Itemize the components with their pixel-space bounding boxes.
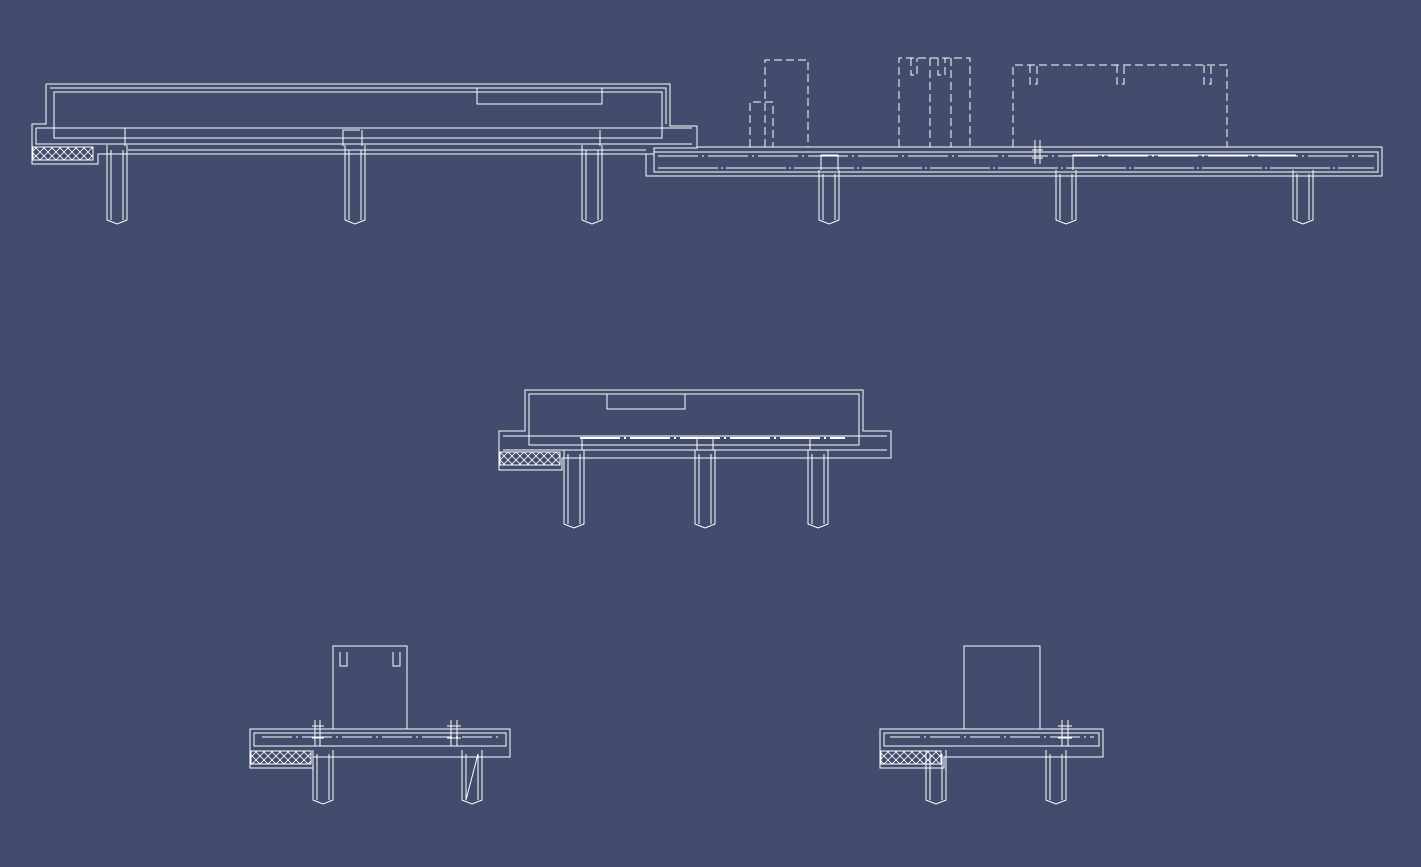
pile — [107, 145, 127, 224]
pile — [564, 450, 584, 528]
raised-slab-outline — [46, 84, 1382, 176]
insulation-hatch-detail-right — [881, 751, 941, 764]
dashed-wall — [1013, 65, 1227, 147]
insulation-hatch-long — [33, 147, 93, 160]
pile — [926, 750, 946, 804]
pile — [1293, 170, 1313, 224]
short-slab-outline — [499, 390, 891, 470]
detail-right-drawing — [880, 646, 1103, 804]
anchor-bolt — [1058, 720, 1072, 746]
detail-left-drawing — [250, 646, 510, 804]
anchor-bolt — [1032, 140, 1043, 164]
insulation-hatch-short — [500, 452, 560, 465]
insulation-hatch-detail-left — [251, 751, 311, 764]
pile — [695, 450, 715, 528]
detail-left-wall — [333, 646, 407, 729]
dashed-wall — [899, 58, 970, 147]
pile — [819, 170, 839, 224]
pile — [313, 750, 333, 804]
pile — [462, 750, 482, 804]
short-slab-inner — [529, 394, 859, 445]
pile — [1056, 170, 1076, 224]
dashed-wall — [750, 102, 773, 147]
raised-slab-inner — [50, 88, 666, 124]
detail-right-wall — [964, 646, 1040, 729]
pile-cap-lines — [125, 128, 1296, 170]
pile — [582, 145, 602, 224]
short-slab-recess — [607, 394, 685, 409]
anchor-bolt — [312, 720, 324, 746]
detail-left-slab-inner — [254, 733, 506, 746]
long-section-drawing — [32, 58, 1382, 224]
short-section-drawing — [499, 390, 891, 528]
detail-right-slab — [880, 729, 1103, 768]
short-pile-caps — [582, 438, 810, 450]
left-step-inner — [36, 128, 98, 144]
pile — [345, 145, 365, 224]
detail-right-slab-inner — [884, 733, 1099, 746]
dashed-wall — [765, 60, 808, 147]
slab-recess — [477, 88, 602, 104]
anchor-bolt — [447, 720, 461, 746]
lower-slab-inner — [654, 152, 1378, 172]
pile — [808, 450, 828, 528]
left-step-outline — [32, 84, 646, 164]
pile — [1046, 750, 1066, 804]
raised-slab-inner-2 — [54, 92, 662, 138]
